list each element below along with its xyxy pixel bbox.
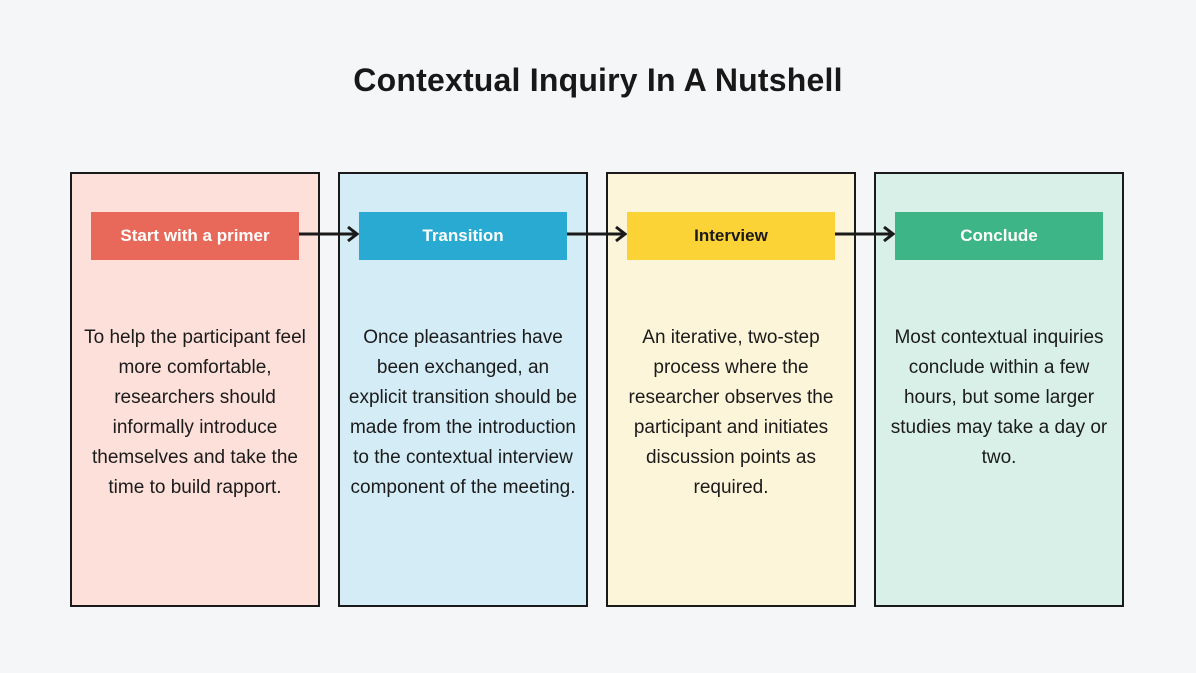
process-flow: Start with a primer To help the particip…	[70, 172, 1124, 607]
step-header-interview: Interview	[627, 212, 835, 260]
step-label: Interview	[694, 226, 768, 245]
step-description: To help the participant feel more comfor…	[84, 327, 306, 498]
arrow-right-icon	[835, 225, 895, 243]
step-card-start-with-a-primer: Start with a primer To help the particip…	[70, 172, 320, 607]
arrow-right-icon	[567, 225, 627, 243]
step-description: An iterative, two-step process where the…	[628, 327, 834, 498]
step-description: Most contextual inquiries conclude withi…	[890, 327, 1108, 468]
page-title: Contextual Inquiry In A Nutshell	[353, 62, 843, 98]
step-label: Conclude	[960, 226, 1038, 245]
step-card-conclude: Conclude Most contextual inquiries concl…	[874, 172, 1124, 607]
step-header-transition: Transition	[359, 212, 567, 260]
step-card-transition: Transition Once pleasantries have been e…	[338, 172, 588, 607]
step-description: Once pleasantries have been exchanged, a…	[348, 327, 578, 498]
step-card-interview: Interview An iterative, two-step process…	[606, 172, 856, 607]
arrow-right-icon	[299, 225, 359, 243]
step-header-start-with-a-primer: Start with a primer	[91, 212, 299, 260]
step-label: Transition	[422, 226, 504, 245]
step-header-conclude: Conclude	[895, 212, 1103, 260]
step-label: Start with a primer	[120, 226, 270, 245]
